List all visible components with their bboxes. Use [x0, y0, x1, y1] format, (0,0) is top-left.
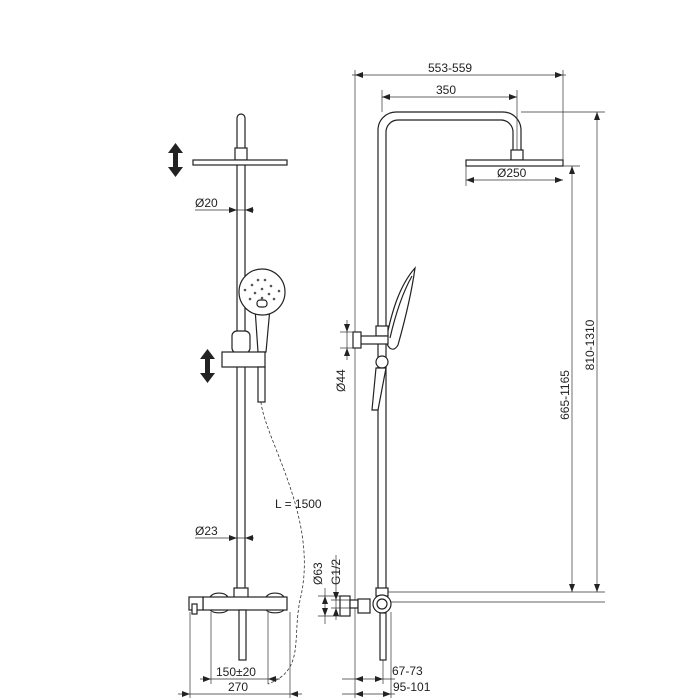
shower-head-plate — [192, 159, 288, 166]
hand-shower-side — [385, 266, 416, 350]
shower-head-side — [465, 159, 564, 167]
top-pipe — [236, 113, 246, 148]
wall-to-rail-label: 67-73 — [392, 664, 423, 678]
head-height-label: 665-1165 — [558, 370, 572, 420]
mixer-side — [372, 594, 392, 614]
head-connector — [234, 147, 248, 161]
right-side-view: 553-559 350 Ø250 665-1165 810-1310 — [311, 61, 605, 698]
wall-to-front-label: 95-101 — [393, 680, 431, 694]
mixer-width-label: 270 — [228, 680, 248, 694]
rail-diameter-top-label: Ø20 — [195, 196, 218, 210]
thermostatic-mixer-body — [202, 596, 288, 611]
total-height-label: 810-1310 — [583, 319, 597, 370]
slider-adjust-arrow-icon — [200, 349, 215, 383]
head-diameter-label: Ø250 — [497, 166, 527, 180]
height-adjust-arrow-icon — [168, 143, 183, 177]
wall-escutcheon — [339, 595, 351, 617]
hose — [260, 401, 305, 685]
hand-shower-head — [238, 268, 286, 316]
slider-collar — [231, 330, 251, 354]
shower-arm — [377, 111, 522, 595]
holder-side[interactable] — [359, 335, 389, 345]
hose-length-label: L = 1500 — [275, 497, 322, 511]
thread-label: G1/2 — [329, 559, 343, 585]
holder-diameter-label: Ø44 — [334, 369, 348, 392]
left-front-view: Ø20 L = 1500 Ø23 — [168, 113, 322, 698]
escutcheon-diameter-label: Ø63 — [311, 562, 325, 585]
arm-length-label: 350 — [436, 83, 456, 97]
bracket-spacing-label: 150±20 — [216, 665, 256, 679]
hand-shower-holder[interactable] — [221, 351, 266, 368]
rail-diameter-bottom-label: Ø23 — [195, 524, 218, 538]
overall-projection-label: 553-559 — [428, 61, 472, 75]
